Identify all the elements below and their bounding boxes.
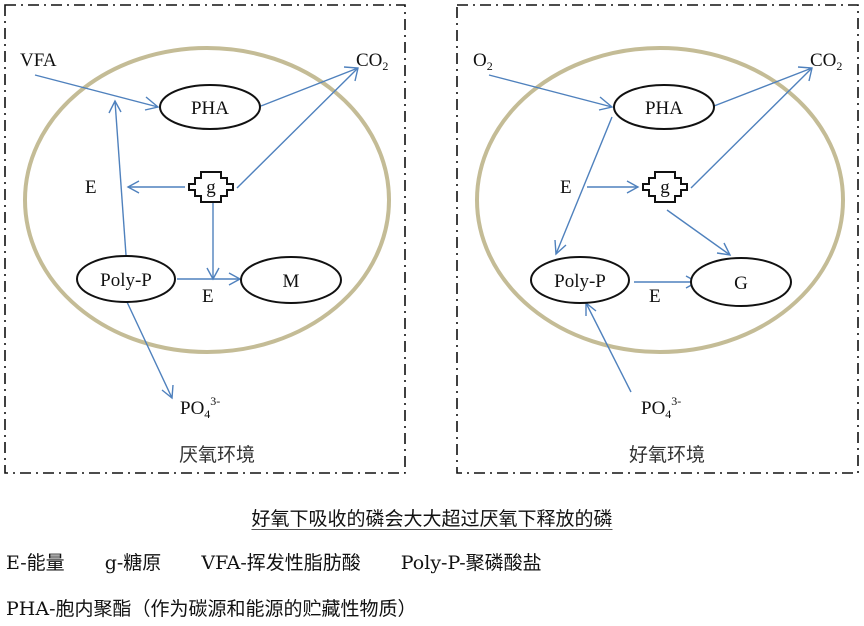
node-polyp	[530, 256, 630, 304]
arrowhead	[161, 384, 174, 400]
legend-item-glycogen: g-糖原	[104, 552, 162, 574]
legend-item-energy: E-能量	[6, 552, 65, 574]
arrow-glycogen-to-co2	[236, 67, 359, 189]
energy-label: E	[560, 177, 572, 198]
node-glycogen-label: g	[206, 177, 216, 198]
arrowhead	[626, 180, 640, 194]
node-polyp-label: Poly-P	[100, 270, 152, 291]
node-pha-label: PHA	[645, 98, 683, 119]
arrowhead	[554, 239, 567, 256]
co2-label: CO2	[810, 50, 842, 73]
summary-statement: 好氧下吸收的磷会大大超过厌氧下释放的磷	[0, 504, 864, 531]
node-pha	[613, 84, 715, 130]
arrow-pha-energy-to-polyp	[555, 116, 613, 255]
energy-label: E	[202, 286, 214, 307]
anaerobic-arrows	[34, 66, 359, 400]
arrow-pha-to-co2	[713, 67, 813, 107]
anaerobic-panel: PHA g Poly-P M VFA CO2 E E PO43- 厌氧环境	[4, 4, 406, 474]
node-m-label: M	[283, 271, 300, 292]
po4-label: PO43-	[641, 394, 681, 421]
aerobic-frame	[456, 4, 859, 474]
node-glycogen-label: g	[660, 177, 670, 198]
cell-membrane	[475, 46, 845, 354]
arrow-o2-to-pha	[488, 74, 613, 108]
node-polyp	[76, 255, 176, 303]
arrow-polyp-to-po4	[126, 301, 173, 399]
o2-label: O2	[473, 50, 493, 73]
arrow-po4-to-polyp	[585, 302, 632, 393]
arrow-pha-to-co2	[260, 67, 359, 107]
energy-label: E	[649, 286, 661, 307]
node-g-growth-label: G	[734, 273, 748, 294]
node-m	[240, 256, 342, 304]
arrowhead	[126, 180, 140, 194]
arrow-glycogen-to-g	[666, 209, 731, 256]
node-pha	[159, 84, 261, 130]
node-polyp-label: Poly-P	[554, 271, 606, 292]
po4-label: PO43-	[180, 394, 220, 421]
arrowhead	[716, 242, 732, 256]
vfa-label: VFA	[20, 50, 57, 71]
legend-item-polyp: Poly-P-聚磷酸盐	[400, 552, 542, 574]
summary-text: 好氧下吸收的磷会大大超过厌氧下释放的磷	[251, 508, 613, 530]
arrowhead	[228, 272, 242, 286]
arrow-polyp-energy-up	[114, 100, 127, 256]
co2-label: CO2	[356, 50, 388, 73]
aerobic-panel: PHA g Poly-P G O2 CO2 E E PO43- 好氧环境	[456, 4, 859, 474]
anaerobic-frame	[4, 4, 406, 474]
node-g-growth	[690, 257, 792, 307]
cell-membrane	[23, 46, 391, 354]
arrow-glycogen-to-co2	[690, 67, 813, 189]
legend-item-pha: PHA-胞内聚酯（作为碳源和能源的贮藏性物质）	[6, 598, 417, 620]
arrow-vfa-to-pha	[34, 74, 159, 108]
energy-label: E	[85, 177, 97, 198]
arrowhead	[797, 66, 813, 82]
arrowhead	[343, 66, 359, 82]
arrowhead	[144, 96, 160, 111]
aerobic-arrows	[488, 66, 813, 393]
node-pha-label: PHA	[191, 98, 229, 119]
legend-item-vfa: VFA-挥发性脂肪酸	[201, 552, 361, 574]
arrowhead	[108, 99, 122, 114]
legend-row-2: PHA-胞内聚酯（作为碳源和能源的贮藏性物质）	[6, 594, 864, 621]
arrowhead	[598, 96, 614, 111]
eboprocess-diagram: PHA g Poly-P M VFA CO2 E E PO43- 厌氧环境	[4, 4, 859, 474]
panel-caption: 厌氧环境	[179, 444, 255, 466]
legend-row-1: E-能量 g-糖原 VFA-挥发性脂肪酸 Poly-P-聚磷酸盐	[6, 548, 864, 575]
panel-caption: 好氧环境	[629, 444, 705, 466]
